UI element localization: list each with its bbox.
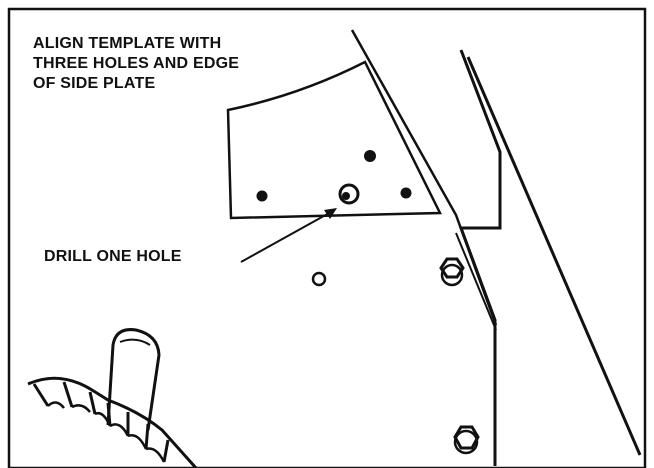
template	[226, 60, 442, 220]
hex-nut-lower-washer	[453, 429, 479, 455]
rail-outer-line	[466, 56, 642, 456]
drill-hole-center	[342, 192, 350, 200]
hex-nut-upper	[439, 257, 465, 279]
align-instruction: ALIGN TEMPLATE WITH THREE HOLES AND EDGE…	[33, 34, 239, 94]
drill-arrow-head	[324, 208, 337, 219]
gear-teeth-inner	[47, 401, 166, 463]
side-plate-hole	[311, 271, 327, 287]
lever-handle	[106, 328, 161, 431]
rail-inner-line	[458, 49, 502, 466]
drill-arrow-line	[240, 211, 332, 263]
gear-teeth	[32, 381, 170, 463]
align-instruction-line-3: OF SIDE PLATE	[33, 75, 156, 92]
align-instruction-line-2: THREE HOLES AND EDGE	[33, 55, 240, 72]
lever-handle-top	[119, 338, 151, 346]
hex-nut-upper-washer	[440, 263, 464, 287]
template-hole-3	[400, 187, 412, 199]
template-hole-2	[364, 150, 376, 162]
side-plate-edge-lower	[455, 232, 497, 331]
drill-instruction: DRILL ONE HOLE	[44, 248, 182, 265]
gear-rim	[27, 376, 198, 468]
align-instruction-line-1: ALIGN TEMPLATE WITH	[33, 35, 222, 52]
template-hole-1	[256, 190, 268, 202]
figure-border	[7, 7, 647, 468]
